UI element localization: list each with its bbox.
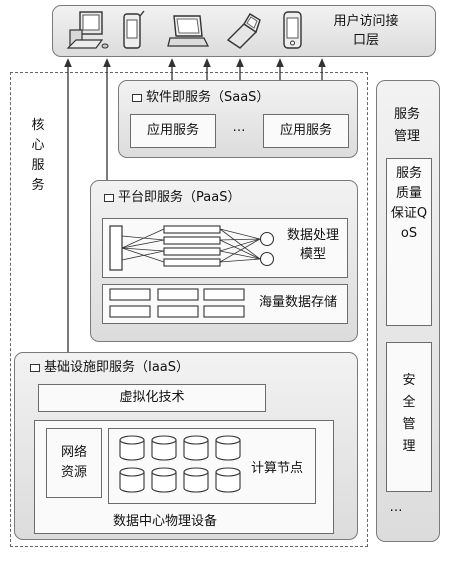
laptop-icon (167, 15, 210, 47)
virtualization-box: 虚拟化技术 (38, 384, 266, 412)
saas-ellipsis: … (232, 120, 246, 135)
saas-title: 软件即服务（SaaS） (132, 90, 269, 106)
core-services-frame (10, 72, 368, 547)
compute-nodes-cylinders-icon (119, 435, 241, 493)
security-box (386, 342, 432, 492)
processing-model-label: 数据处理模型 (286, 228, 339, 262)
storage-label: 海量数据存储 (258, 295, 337, 310)
service-management-ellipsis: … (389, 500, 403, 515)
user-access-layer-label: 用户访问接口层 (333, 14, 399, 48)
service-management-label: 服务管理 (393, 107, 420, 144)
paas-title: 平台即服务（PaaS） (104, 190, 240, 206)
iaas-title: 基础设施即服务（IaaS） (30, 360, 189, 376)
qos-label: 服务质量保证QoS (390, 166, 428, 241)
datacenter-label: 数据中心物理设备 (112, 514, 217, 529)
app-service-right: 应用服务 (263, 114, 349, 148)
window-icon (104, 194, 114, 202)
desktop-computer-icon (66, 11, 109, 49)
security-label: 安全管理 (402, 373, 416, 454)
qos-box (386, 158, 432, 326)
pda-icon (123, 10, 145, 49)
processing-model-box (102, 218, 348, 278)
smartphone-icon (283, 11, 302, 49)
window-icon (30, 364, 40, 372)
compute-nodes-label: 计算节点 (250, 461, 303, 476)
network-resources-box: 网络资源 (46, 428, 102, 498)
storage-blocks-icon (109, 288, 245, 318)
neural-network-icon (109, 225, 275, 271)
app-service-left: 应用服务 (130, 114, 216, 148)
window-icon (132, 94, 142, 102)
flip-phone-icon (226, 13, 261, 49)
core-services-label: 核心服务 (31, 118, 45, 193)
